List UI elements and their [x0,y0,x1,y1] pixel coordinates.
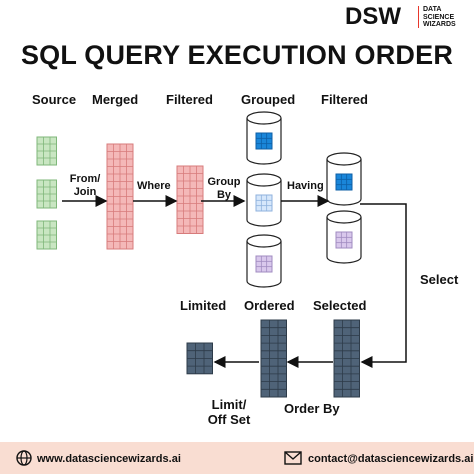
step-label-select: Select [420,272,459,287]
footer-website[interactable]: www.datasciencewizards.ai [37,453,181,465]
stage-label-grouped: Grouped [241,92,296,107]
page-title: SQL QUERY EXECUTION ORDER [20,40,454,70]
filtered-cylinder-2 [326,210,362,264]
filtered-grid [176,165,204,234]
filtered-table [176,165,204,234]
stage-label-source: Source [32,92,77,107]
stage-label-merged: Merged [92,92,139,107]
step-label-limit-offset: Limit/ Off Set [207,397,251,427]
stage-label-filtered-groups: Filtered [321,92,368,107]
step-label-from-join: From/ Join [69,173,101,198]
stage-label-ordered: Ordered [244,298,295,313]
step-label-where: Where [137,180,171,192]
logo-divider [418,6,419,28]
grouped-cylinder-1 [246,111,282,165]
step-label-having: Having [287,180,324,192]
filtered-cylinders [326,152,362,264]
grouped-cylinders [246,111,282,288]
grouped-cylinder-3-grid [255,255,273,273]
stage-label-limited: Limited [180,298,227,313]
limited-grid [186,342,213,375]
step-label-group-by: Group By [207,176,241,201]
selected-grid [333,319,360,398]
ordered-grid [260,319,287,398]
filtered-cylinder-1 [326,152,362,206]
limited-table [186,342,213,375]
logo-subtext: DATA SCIENCE WIZARDS [423,6,456,28]
brand-logo: DSW DATA SCIENCE WIZARDS [345,3,465,31]
arrow-select [360,203,407,368]
source-table-3 [36,220,57,250]
source-tables [36,136,57,250]
footer-bar [0,442,474,474]
logo-mark: DSW [345,3,401,30]
ordered-table [260,319,287,398]
grouped-cylinder-1-grid [255,132,273,150]
merged-table [106,143,134,250]
grouped-cylinder-2 [246,173,282,227]
source-table-2 [36,179,57,209]
selected-table [333,319,360,398]
grouped-cylinder-3 [246,234,282,288]
merged-grid [106,143,134,250]
stage-label-filtered: Filtered [166,92,213,107]
footer-email[interactable]: contact@datasciencewizards.ai [308,453,474,465]
source-table-1 [36,136,57,166]
step-label-order-by: Order By [284,401,340,416]
filtered-cylinder-1-grid [335,173,353,191]
filtered-cylinder-2-grid [335,231,353,249]
stage-label-selected: Selected [313,298,367,313]
grouped-cylinder-2-grid [255,194,273,212]
